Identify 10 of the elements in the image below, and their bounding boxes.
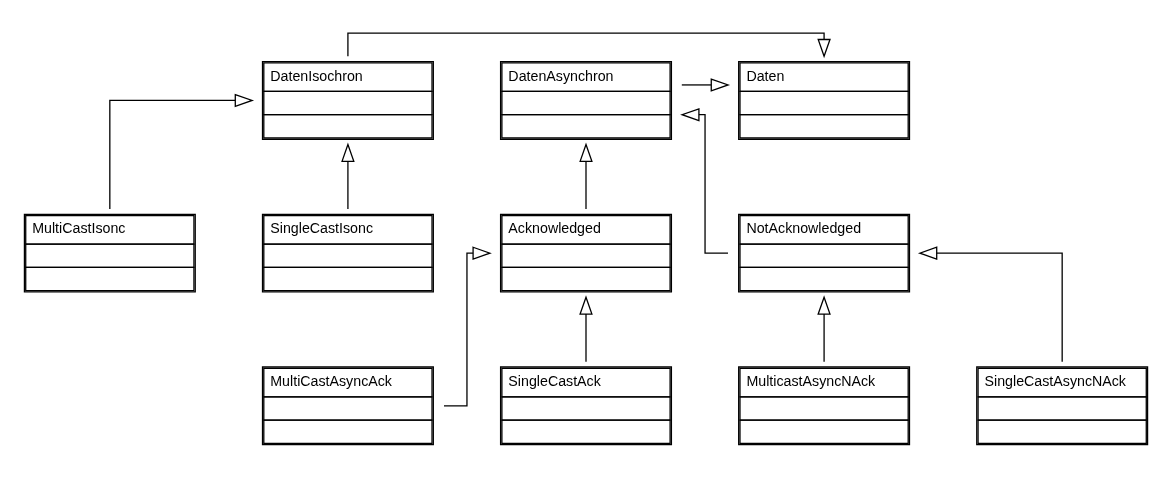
- arrow: [109, 93, 255, 210]
- arrow: [817, 294, 831, 362]
- arrow: [579, 142, 593, 210]
- arrow: [917, 245, 1063, 362]
- arrow: [341, 142, 355, 210]
- arrow: [680, 107, 729, 254]
- arrow: [443, 245, 492, 406]
- arrow: [681, 77, 731, 92]
- arrow: [347, 32, 831, 58]
- arrow: [579, 294, 593, 362]
